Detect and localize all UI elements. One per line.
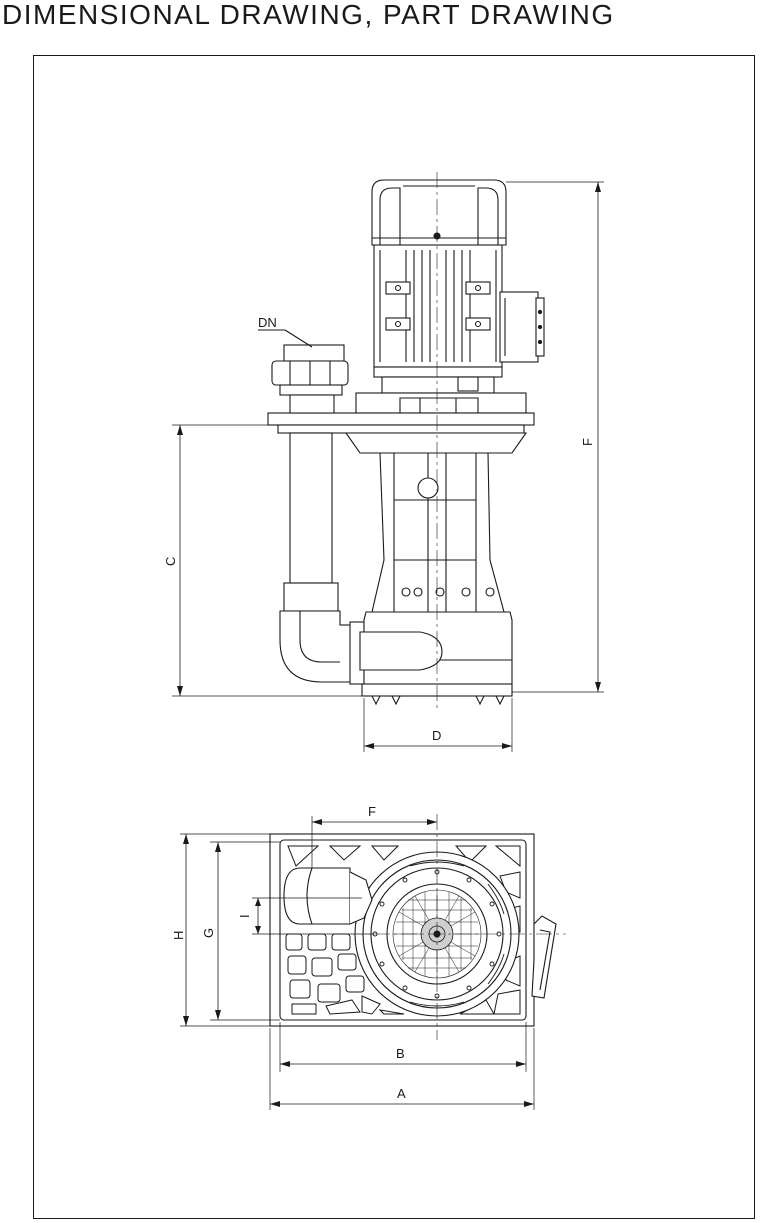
- terminal-box: [499, 291, 545, 363]
- dimension-g-label: G: [201, 928, 216, 938]
- dimension-f-top-label: F: [368, 804, 376, 819]
- page-title: DIMENSIONAL DRAWING, PART DRAWING: [2, 0, 615, 30]
- dimension-f-side-label: F: [580, 438, 595, 446]
- motor-fan-cover: [371, 179, 507, 246]
- dimension-i: [252, 897, 374, 935]
- dimension-a: [269, 1028, 535, 1110]
- dimension-a-label: A: [397, 1086, 406, 1101]
- motor-body: [373, 244, 503, 378]
- base-plate-inner: [279, 839, 527, 1021]
- pump-column: [371, 452, 505, 613]
- dimension-h: [180, 833, 270, 1027]
- dimension-f-top: [311, 816, 437, 868]
- top-plan-view: F H G I: [171, 804, 566, 1110]
- dimension-d: [363, 698, 513, 752]
- plan-discharge-pipe: [283, 867, 373, 925]
- dimension-g: [210, 841, 280, 1021]
- dimension-f-height: [506, 181, 604, 693]
- dimension-h-label: H: [171, 931, 186, 940]
- dimension-b: [279, 1022, 527, 1072]
- dimension-d-label: D: [432, 728, 441, 743]
- drawing-frame: [33, 55, 755, 1219]
- plan-terminal-box: [531, 915, 557, 999]
- dimension-b-label: B: [396, 1046, 405, 1061]
- mounting-plate: [267, 412, 535, 454]
- side-elevation-view: DN F C D: [163, 172, 604, 752]
- dimension-c: [172, 424, 362, 697]
- discharge-elbow: [279, 610, 365, 685]
- discharge-union: [271, 344, 349, 414]
- dimension-i-label: I: [237, 914, 252, 918]
- pump-casing: [359, 611, 513, 706]
- dimension-c-label: C: [163, 557, 178, 566]
- dn-leader: [258, 329, 313, 348]
- dn-label: DN: [258, 315, 277, 330]
- discharge-pipe: [283, 432, 339, 612]
- motor-bracket: [355, 376, 527, 414]
